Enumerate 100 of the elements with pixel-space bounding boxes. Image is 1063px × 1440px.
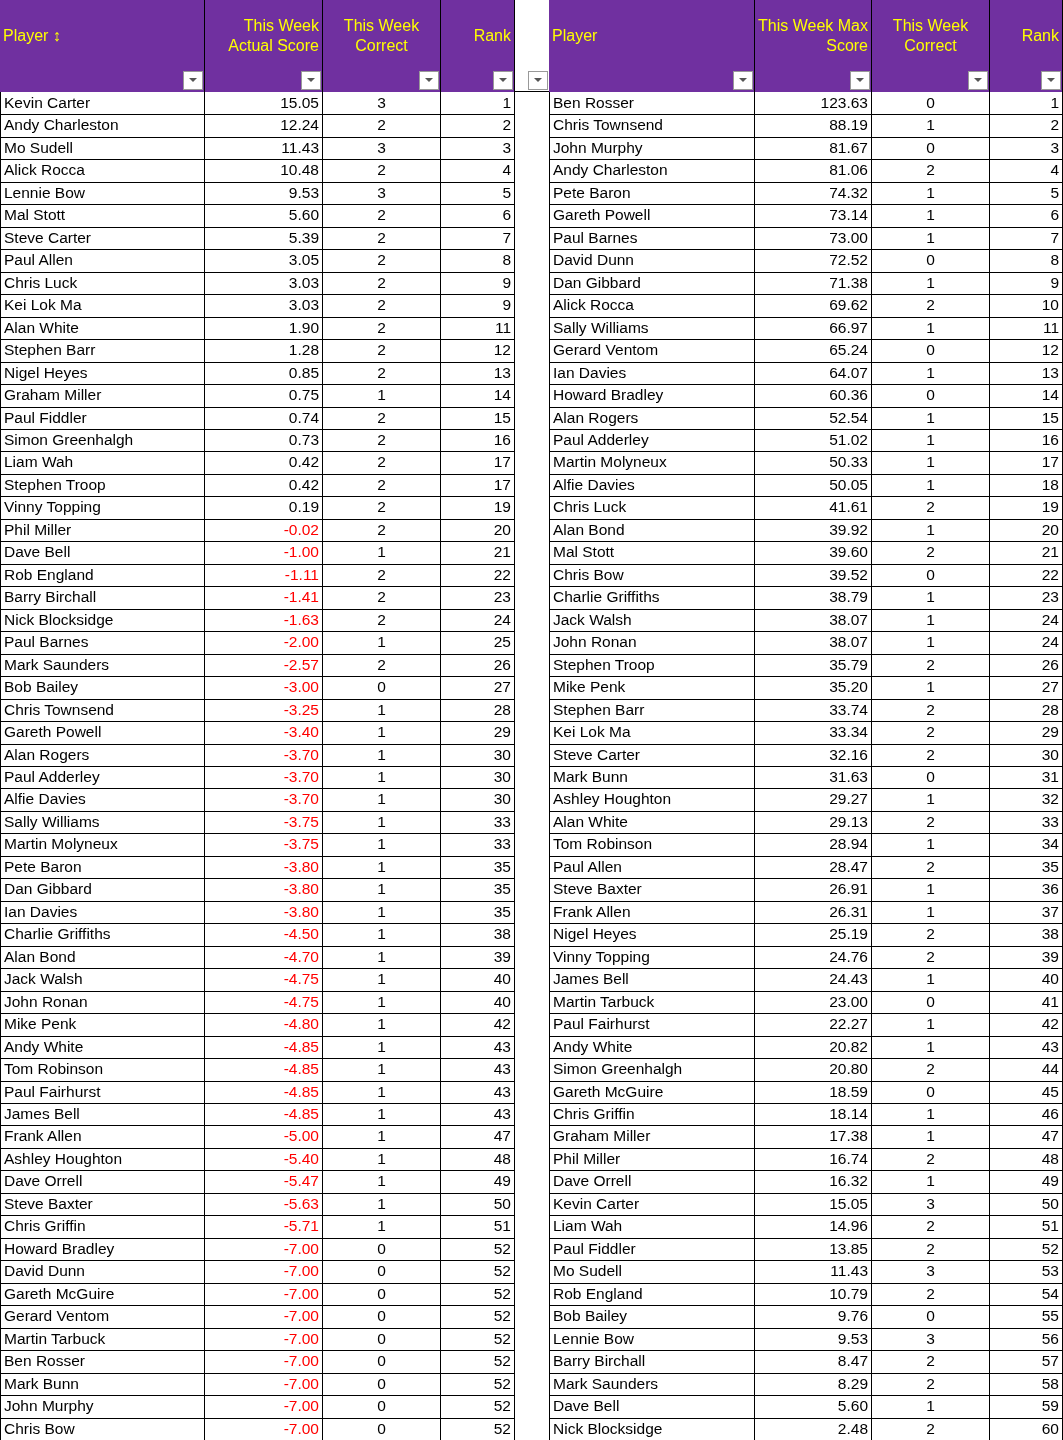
table-cell: -5.47 [205, 1170, 323, 1194]
table-cell: 1 [872, 518, 990, 543]
table-cell: Alick Rocca [549, 294, 755, 318]
table-cell: 1 [323, 1147, 441, 1172]
table-cell: -5.63 [205, 1192, 323, 1217]
table-cell: Rob England [549, 1282, 755, 1307]
table-cell: 1 [323, 990, 441, 1015]
column-header: This Week Correct [323, 0, 441, 92]
table-cell: Ian Davies [549, 361, 755, 386]
table-cell: John Ronan [549, 631, 755, 655]
table-cell: Alan White [0, 316, 205, 341]
table-cell: 1 [872, 1395, 990, 1419]
table-cell: 5.60 [205, 204, 323, 228]
table-cell: 74.32 [755, 181, 872, 206]
table-cell: 1 [323, 810, 441, 835]
table-cell: 1 [872, 204, 990, 228]
table-cell: 0.74 [205, 406, 323, 430]
table-cell: 0.19 [205, 496, 323, 520]
table-cell: -3.80 [205, 855, 323, 880]
table-cell: Kei Lok Ma [549, 721, 755, 745]
table-cell: -3.80 [205, 900, 323, 925]
table-cell: Dan Gibbard [0, 878, 205, 902]
table-cell: 12 [990, 339, 1063, 363]
table-cell: 50 [441, 1192, 515, 1217]
table-cell: -2.57 [205, 653, 323, 678]
table-cell: -3.70 [205, 766, 323, 790]
table-cell: 35.79 [755, 653, 872, 678]
table-cell: 2 [441, 114, 515, 138]
table-cell: 30 [441, 788, 515, 812]
table-cell: -1.11 [205, 563, 323, 588]
table-cell: 9 [441, 294, 515, 318]
table-cell: 1 [990, 92, 1063, 116]
table-cell: 27 [441, 676, 515, 700]
table-cell: 14 [990, 384, 1063, 408]
table-cell: 21 [990, 541, 1063, 565]
table-cell: 2 [872, 1058, 990, 1082]
table-cell: 28 [990, 698, 1063, 723]
table-cell: 23 [990, 586, 1063, 610]
table-cell: Andy Charleston [549, 159, 755, 183]
table-cell: 1 [323, 788, 441, 812]
table-cell: Mike Penk [0, 1013, 205, 1037]
table-cell: Steve Carter [549, 743, 755, 767]
table-cell: 53 [990, 1260, 1063, 1284]
table-cell: -4.75 [205, 990, 323, 1015]
table-cell: 81.67 [755, 136, 872, 161]
table-cell: 2 [872, 945, 990, 970]
table-cell: 0 [323, 1237, 441, 1262]
table-cell: Jack Walsh [549, 608, 755, 633]
table-cell: 49 [441, 1170, 515, 1194]
table-cell: 2 [990, 114, 1063, 138]
table-cell: -4.85 [205, 1080, 323, 1104]
table-cell: 7 [990, 226, 1063, 251]
table-cell: 2 [872, 1350, 990, 1374]
table-cell: 1 [323, 1125, 441, 1149]
table-cell: 3 [323, 181, 441, 206]
table-cell: Nick Blocksidge [0, 608, 205, 633]
table-cell: 30 [990, 743, 1063, 767]
table-cell: -2.00 [205, 631, 323, 655]
table-cell: Gareth McGuire [549, 1080, 755, 1104]
table-cell: 35.20 [755, 676, 872, 700]
table-cell: 15 [990, 406, 1063, 430]
table-cell: 43 [441, 1103, 515, 1127]
table-cell: 9 [441, 271, 515, 296]
table-cell: 2 [872, 923, 990, 947]
table-cell: -3.70 [205, 788, 323, 812]
table-cell: Mark Bunn [0, 1372, 205, 1397]
table-cell: Bob Bailey [0, 676, 205, 700]
table-cell: 2 [323, 653, 441, 678]
table-cell: 2 [872, 1282, 990, 1307]
table-cell: 22 [441, 563, 515, 588]
table-cell: 52 [441, 1372, 515, 1397]
table-cell: 1 [323, 1035, 441, 1060]
table-cell: 2 [323, 294, 441, 318]
table-cell: 1 [872, 608, 990, 633]
table-cell: Paul Fiddler [549, 1237, 755, 1262]
table-cell: 1 [872, 429, 990, 453]
table-cell: 16.32 [755, 1170, 872, 1194]
table-cell: 51.02 [755, 429, 872, 453]
table-cell: 29.27 [755, 788, 872, 812]
table-cell: Ashley Houghton [0, 1147, 205, 1172]
table-cell: Stephen Barr [0, 339, 205, 363]
table-cell: Stephen Troop [0, 473, 205, 498]
table-cell: Mark Saunders [0, 653, 205, 678]
table-cell: Steve Baxter [0, 1192, 205, 1217]
table-cell: 1 [323, 1170, 441, 1194]
table-cell: 4 [990, 159, 1063, 183]
table-cell: 51 [441, 1215, 515, 1239]
table-cell: 38 [441, 923, 515, 947]
table-cell: 2 [323, 226, 441, 251]
table-cell: 49 [990, 1170, 1063, 1194]
column-header: This Week Correct [872, 0, 990, 92]
table-cell: 52 [441, 1327, 515, 1352]
table-cell: 5.60 [755, 1395, 872, 1419]
table-cell: 19 [441, 496, 515, 520]
table-cell: Liam Wah [549, 1215, 755, 1239]
table-cell: Chris Townsend [549, 114, 755, 138]
table-cell: -4.70 [205, 945, 323, 970]
table-cell: 0 [872, 136, 990, 161]
table-cell: 25 [441, 631, 515, 655]
table-cell: 1 [872, 181, 990, 206]
